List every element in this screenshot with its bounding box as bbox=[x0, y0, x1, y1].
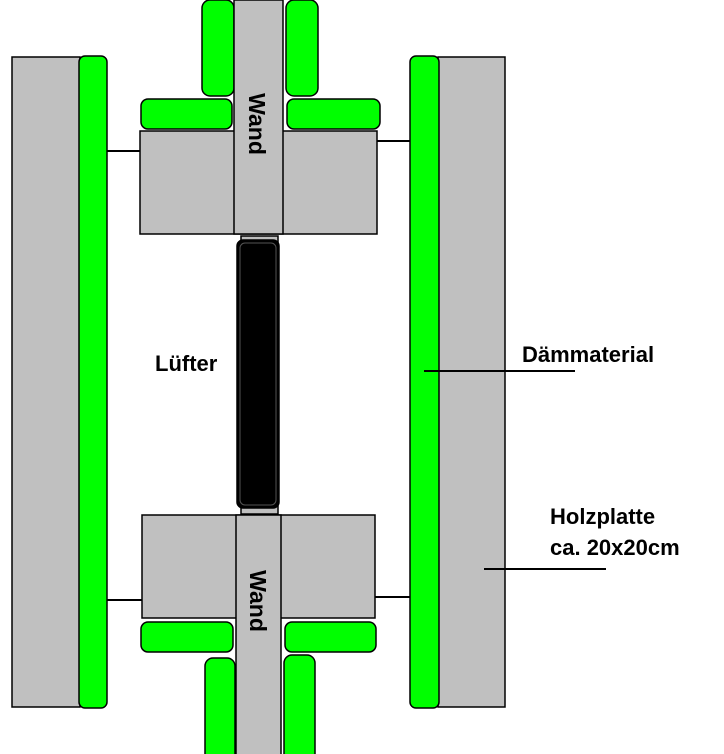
board-label-line1: Holzplatte bbox=[550, 504, 656, 529]
left-wood-board bbox=[11, 56, 81, 708]
wall-label-bottom: Wand bbox=[245, 570, 271, 632]
top-wall bbox=[233, 0, 284, 235]
board-label-line2: ca. 20x20cm bbox=[550, 535, 680, 560]
insulation-label: Dämmaterial bbox=[522, 342, 655, 367]
bottom-wall-insulation-left bbox=[204, 657, 236, 754]
top-wall-insulation-right bbox=[285, 0, 319, 97]
top-insulation-pad-right bbox=[286, 98, 381, 130]
right-insulation-strip bbox=[409, 55, 440, 709]
bottom-insulation-pad-left bbox=[140, 621, 234, 653]
bottom-wall bbox=[235, 514, 282, 754]
wall-label-top: Wand bbox=[244, 93, 270, 155]
top-wall-insulation-left bbox=[201, 0, 235, 97]
bottom-insulation-pad-right bbox=[284, 621, 377, 653]
fan-highlight bbox=[239, 242, 277, 506]
fan-label: Lüfter bbox=[155, 351, 218, 376]
right-wood-board bbox=[437, 56, 506, 708]
left-insulation-strip bbox=[78, 55, 108, 709]
fan-body bbox=[236, 239, 280, 509]
bottom-wall-insulation-right bbox=[283, 654, 316, 754]
top-insulation-pad-left bbox=[140, 98, 233, 130]
